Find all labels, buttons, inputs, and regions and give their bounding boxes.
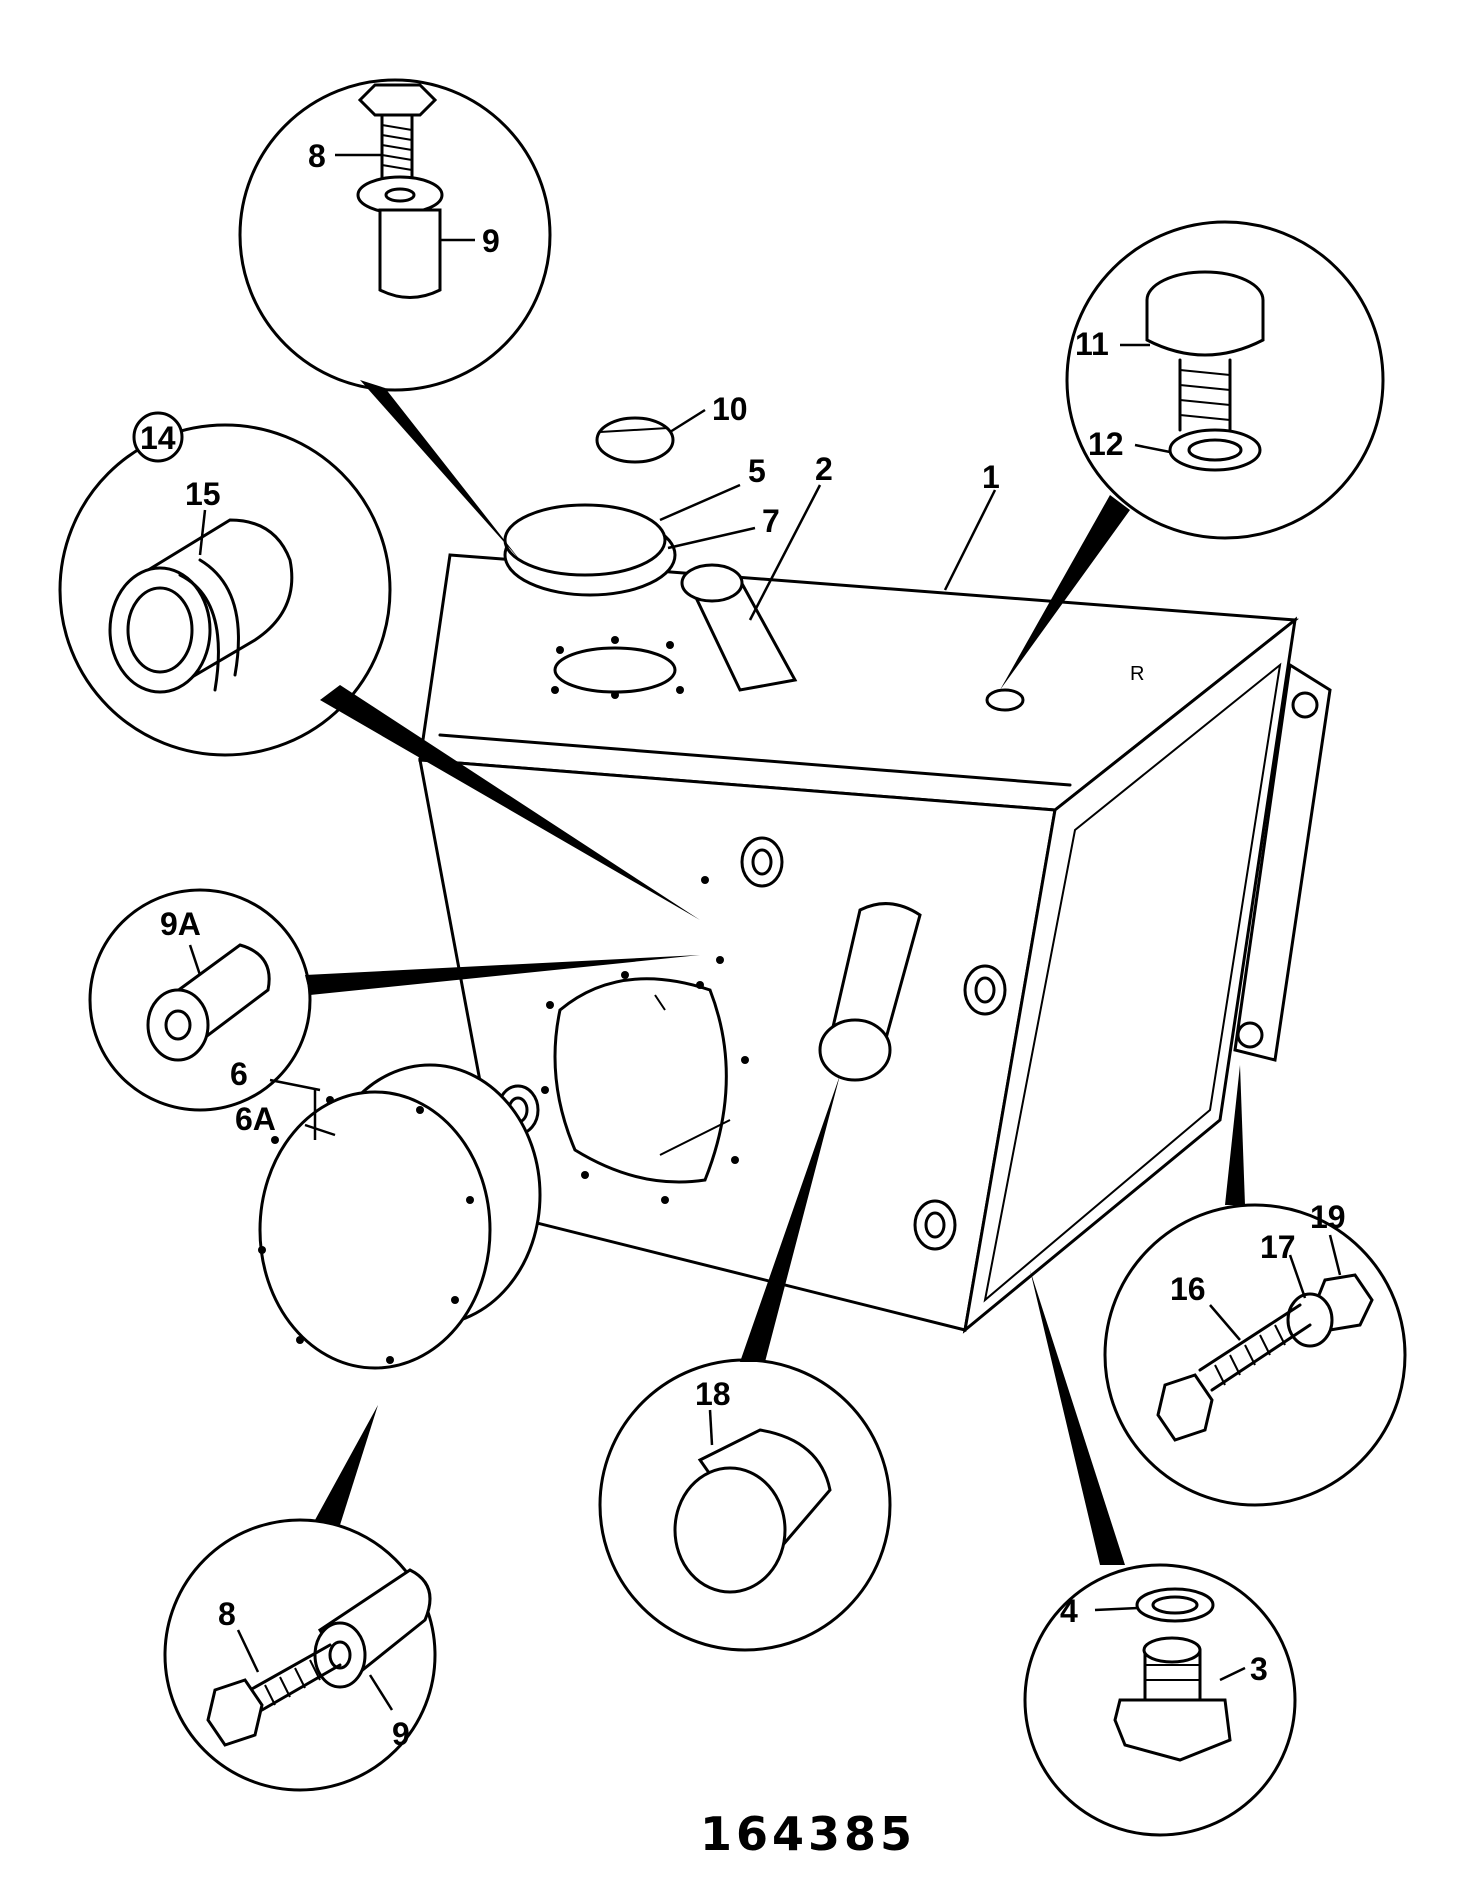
label-9-bottom: 9: [392, 1716, 410, 1752]
label-2: 2: [815, 451, 833, 487]
label-11: 11: [1075, 326, 1109, 362]
label-16: 16: [1170, 1271, 1206, 1307]
detail-plug: 18: [598, 1075, 892, 1652]
label-15: 15: [185, 476, 221, 512]
label-6: 6: [230, 1056, 248, 1092]
detail-rivnut: 9A: [88, 888, 700, 1112]
tank-labels: 10 5 7 2 1 6 6A: [230, 391, 1000, 1140]
label-1: 1: [982, 459, 1000, 495]
label-4: 4: [1060, 1593, 1078, 1629]
label-19: 19: [1310, 1199, 1346, 1235]
drawing-reference-number: 164385: [700, 1807, 916, 1861]
label-6A: 6A: [235, 1101, 276, 1137]
plate-bolt-holes: [258, 1096, 474, 1364]
label-17: 17: [1260, 1229, 1296, 1265]
label-9-top: 9: [482, 223, 500, 259]
label-8-top: 8: [308, 138, 326, 174]
label-9A: 9A: [160, 906, 201, 942]
label-7: 7: [762, 503, 780, 539]
label-12: 12: [1088, 426, 1124, 462]
label-3: 3: [1250, 1651, 1268, 1687]
label-10: 10: [712, 391, 748, 427]
detail-mounting-bolt: 16 17 19: [1103, 1065, 1407, 1507]
label-18: 18: [695, 1376, 731, 1412]
detail-bolt-spacer-top: 8 9: [238, 78, 552, 560]
detail-breather-cap: 11 12: [1000, 220, 1385, 690]
tank-mark: R: [1130, 663, 1144, 685]
detail-drain-plug: 4 3: [1023, 1270, 1297, 1837]
label-8-bottom: 8: [218, 1596, 236, 1632]
label-14: 14: [140, 420, 176, 456]
detail-strainer-element: 14 15: [58, 411, 700, 920]
hydraulic-tank: R: [258, 416, 1332, 1370]
opening-holes: [541, 971, 749, 1204]
detail-bolt-spacer-bottom: 8 9: [163, 1405, 437, 1792]
label-5: 5: [748, 453, 766, 489]
